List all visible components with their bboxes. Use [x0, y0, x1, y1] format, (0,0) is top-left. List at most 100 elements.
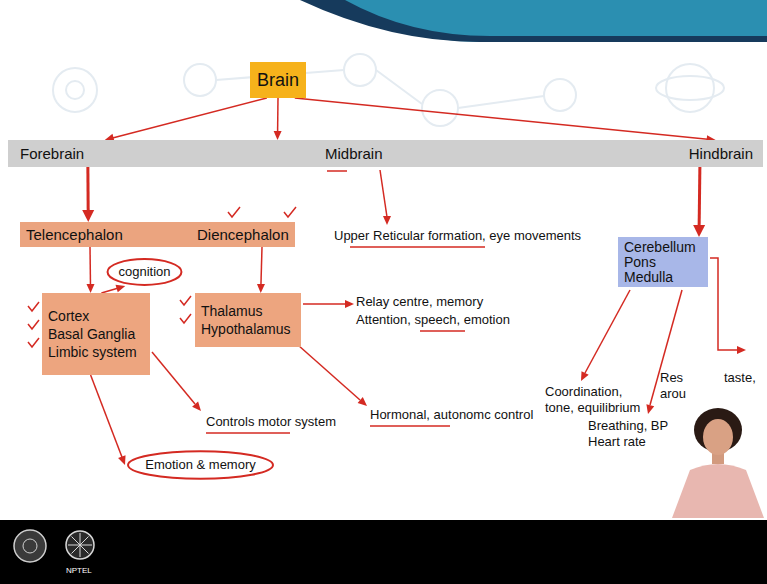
node-text: Telencephalon: [26, 226, 123, 244]
region-band: Diencephalon: [195, 222, 295, 247]
arrow-head: [358, 397, 367, 406]
connector-line: [86, 167, 89, 211]
leader-line: [303, 303, 346, 305]
atom-icon: [656, 76, 724, 100]
leader-line: [710, 258, 738, 350]
tick-mark: [28, 320, 39, 329]
annotation-text: Hormonal, autonomc control: [370, 407, 533, 423]
connector-line: [89, 247, 91, 285]
node-text: cognition: [118, 264, 170, 280]
connector: [257, 247, 265, 293]
arrow-head: [86, 284, 94, 293]
annotation-text: taste,: [724, 370, 756, 386]
connector: [82, 167, 94, 222]
header-stripe: [300, 0, 767, 42]
node-text: Hindbrain: [689, 145, 753, 163]
background-icons: [53, 54, 724, 126]
connector-line: [295, 98, 708, 139]
node-text: Pons: [624, 255, 656, 270]
presenter-face: [703, 419, 733, 455]
connector: [86, 247, 94, 293]
ellipse-outline: [108, 259, 182, 285]
annotation-text: Upper Reticular formation, eye movements: [334, 228, 581, 244]
leader-line: [585, 290, 630, 373]
node-text: Thalamus: [201, 302, 262, 320]
band-segment: Forebrain: [8, 140, 250, 167]
leader-line: [380, 170, 387, 217]
annotation-text: Breathing, BP Heart rate: [588, 418, 680, 450]
underline: [420, 330, 465, 332]
circuit-icon: [544, 79, 576, 111]
connector-line: [261, 247, 262, 285]
arrow-head: [274, 131, 282, 140]
connector-line: [277, 98, 279, 132]
annotation-text: Relay centre, memory: [356, 294, 483, 310]
tick-mark: [284, 207, 296, 217]
institute-logo: [23, 539, 37, 553]
circuit-icon: [184, 64, 216, 96]
connector-line: [698, 167, 702, 226]
underline: [206, 432, 290, 434]
tick-mark: [28, 338, 39, 347]
annotation-text: Controls motor system: [206, 414, 336, 430]
circuit-line: [216, 70, 544, 108]
gear-icon: [53, 68, 97, 112]
underline: [350, 246, 485, 248]
node-text: Cortex: [48, 307, 89, 325]
leader-line: [298, 345, 360, 400]
band-segment: Hindbrain: [500, 140, 763, 167]
node-text: Medulla: [624, 270, 673, 285]
annotation-marks: [28, 171, 485, 433]
connector-line: [91, 375, 123, 458]
connector: [693, 167, 705, 237]
tick-mark: [28, 302, 39, 311]
structure-box: CortexBasal GangliaLimbic system: [42, 293, 150, 375]
node-text: Midbrain: [325, 145, 383, 163]
connector: [274, 98, 282, 140]
connector: [101, 285, 125, 293]
leader-line: [152, 352, 195, 404]
nptel-logo: [66, 531, 94, 559]
connector-line: [113, 98, 267, 138]
tick-mark: [180, 314, 191, 323]
annotation-text: Coordination, tone, equilibrium: [545, 384, 650, 416]
circuit-icon: [344, 54, 376, 86]
header-band: [330, 0, 767, 42]
node-text: Hypothalamus: [201, 320, 291, 338]
tick-mark: [228, 207, 240, 217]
presenter-body: [672, 464, 764, 518]
node-text: Diencephalon: [197, 226, 289, 244]
arrow-head: [82, 210, 94, 222]
band-segment: Midbrain: [250, 140, 500, 167]
arrow-head: [383, 216, 391, 225]
root-box: Brain: [250, 62, 306, 98]
node-text: Forebrain: [20, 145, 84, 163]
nptel-logo: [68, 533, 92, 557]
node-text: Cerebellum: [624, 240, 696, 255]
arrow-head: [581, 371, 589, 381]
structure-box: CerebellumPonsMedulla: [618, 237, 708, 287]
arrow-head: [737, 346, 746, 354]
arrow-head: [257, 284, 265, 293]
circled-note: cognition: [106, 258, 183, 286]
institute-logo: [14, 530, 46, 562]
logo-caption: NPTEL: [66, 566, 92, 576]
underline: [327, 170, 347, 172]
arrow-head: [118, 455, 125, 465]
ellipse-outline: [128, 451, 273, 479]
annotation-text: Attention, speech, emotion: [356, 312, 510, 328]
presenter-figure: [672, 408, 764, 518]
arrow-head: [192, 402, 201, 411]
connector: [105, 98, 267, 142]
tick-mark: [180, 296, 191, 305]
arrow-head: [345, 300, 354, 308]
atom-icon: [666, 64, 714, 112]
arrow-head: [693, 225, 705, 237]
region-band: Telencephalon: [20, 222, 195, 247]
footer-bar: [0, 520, 767, 584]
leader-heads: [192, 216, 746, 414]
connector: [295, 98, 716, 143]
node-text: Emotion & memory: [145, 457, 256, 473]
